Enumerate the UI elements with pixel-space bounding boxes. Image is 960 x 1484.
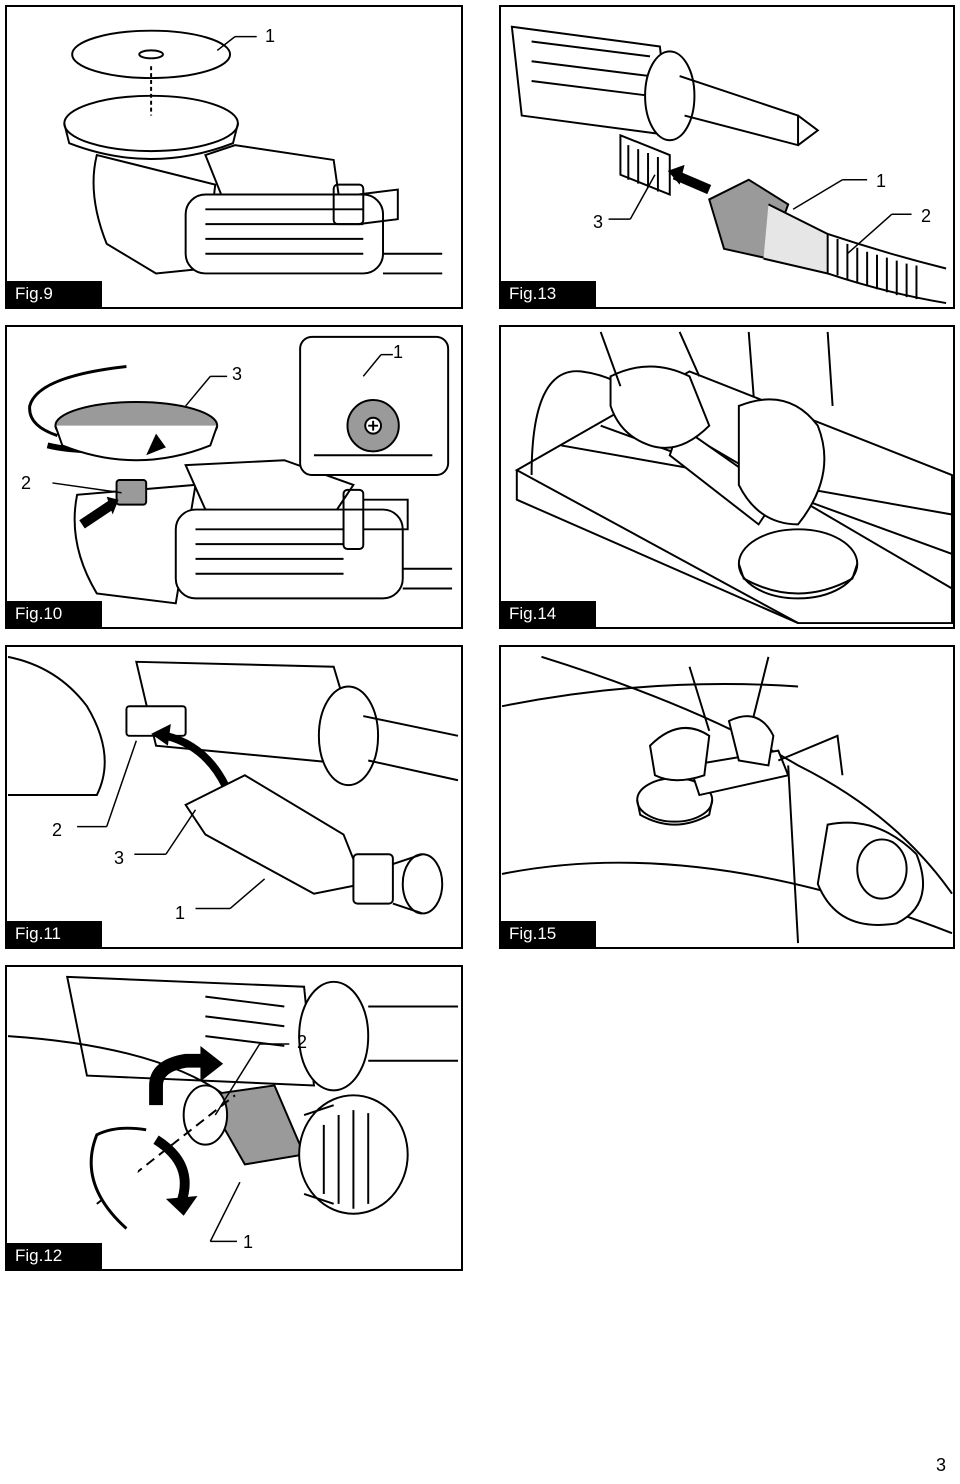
- fig11-label: Fig.11: [7, 921, 102, 947]
- fig13-callout-2: 2: [921, 206, 932, 226]
- figure-13: 3 1 2 Fig.13: [499, 5, 955, 309]
- fig11-callout-2: 2: [52, 820, 63, 840]
- figure-15: Fig.15: [499, 645, 955, 949]
- page-number: 3: [935, 1455, 946, 1475]
- fig11-callout-3: 3: [114, 848, 125, 868]
- figure-14: Fig.14: [499, 325, 955, 629]
- fig10-illustration: [28, 335, 453, 605]
- fig13-label: Fig.13: [501, 281, 596, 307]
- fig9-callout-1: 1: [265, 26, 276, 46]
- fig9-illustration: [63, 29, 443, 275]
- figure-12: 2 1 Fig.12: [5, 965, 463, 1271]
- fig12-callout-1: 1: [243, 1232, 254, 1252]
- fig10-callout-2: 2: [21, 473, 32, 493]
- fig13-callout-3: 3: [593, 212, 604, 232]
- fig10-callout-1: 1: [393, 342, 404, 362]
- figure-10: 3 2 1 Fig.10: [5, 325, 463, 629]
- fig12-illustration: [7, 975, 459, 1243]
- fig11-callout-1: 1: [175, 903, 186, 923]
- fig11-illustration: [7, 655, 459, 915]
- fig14-label: Fig.14: [501, 601, 596, 627]
- fig15-label: Fig.15: [501, 921, 596, 947]
- fig15-illustration: [501, 655, 953, 944]
- fig13-illustration: [510, 25, 947, 305]
- figure-9: 1 Fig.9: [5, 5, 463, 309]
- fig12-callout-2: 2: [297, 1032, 308, 1052]
- fig13-callout-1: 1: [876, 171, 887, 191]
- fig9-label: Fig.9: [7, 281, 102, 307]
- fig10-label: Fig.10: [7, 601, 102, 627]
- fig12-label: Fig.12: [7, 1243, 102, 1269]
- figure-11: 2 3 1 Fig.11: [5, 645, 463, 949]
- fig10-callout-3: 3: [232, 364, 243, 384]
- fig14-illustration: [514, 331, 953, 625]
